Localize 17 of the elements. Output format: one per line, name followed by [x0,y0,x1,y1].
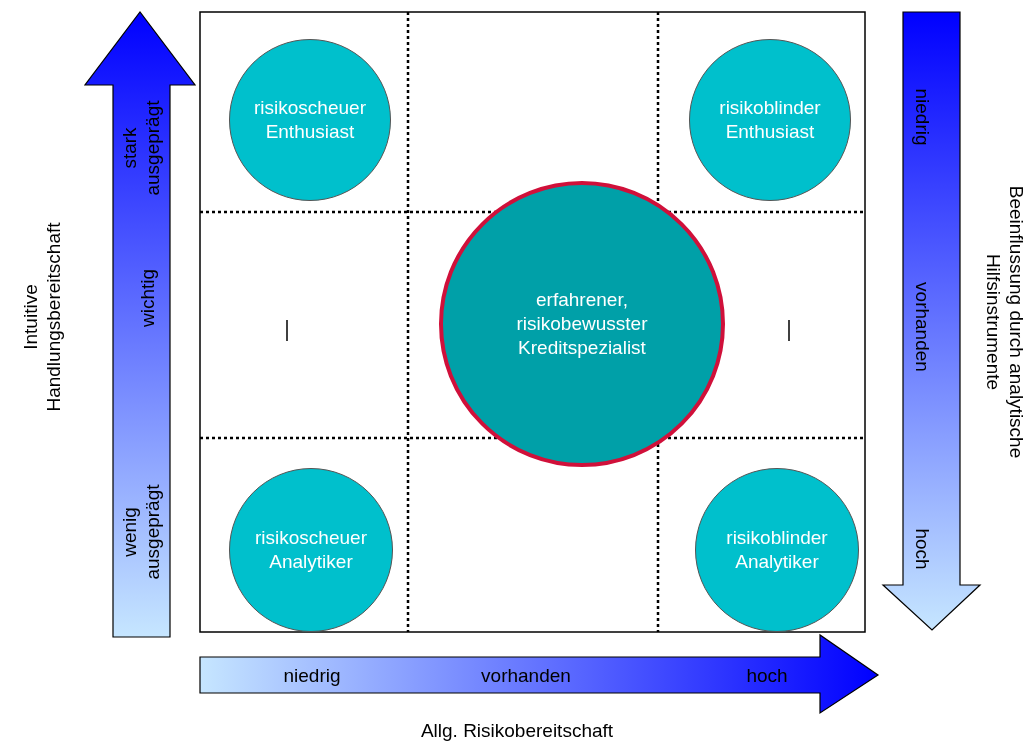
type-circle: risikoscheuer Enthusiast [229,39,391,201]
type-circle: erfahrener, risikobewusster Kreditspezialist [439,181,725,467]
scale-label: niedrig [910,87,934,148]
scale-label: vorhanden [910,281,934,374]
scale-label: hoch [745,663,789,687]
axis-title: Beeinflussung durch analytische Hilfsinstrumente [982,184,1028,461]
scale-label: vorhanden [480,663,572,687]
scale-label: wenig ausgeprägt [118,483,164,582]
type-circle: risikoscheuer Analytiker [229,468,393,632]
type-circle: risikoblinder Enthusiast [689,39,851,201]
axis-title: Allg. Risikobereitschaft [419,718,615,742]
axis-title: Intuitive Handlungsbereitschaft [19,221,65,414]
type-circle: risikoblinder Analytiker [695,468,859,632]
scale-label: stark ausgeprägt [118,99,164,198]
scale-label: niedrig [282,663,342,687]
scale-label: wichtig [135,267,159,330]
scale-label: hoch [910,527,934,572]
